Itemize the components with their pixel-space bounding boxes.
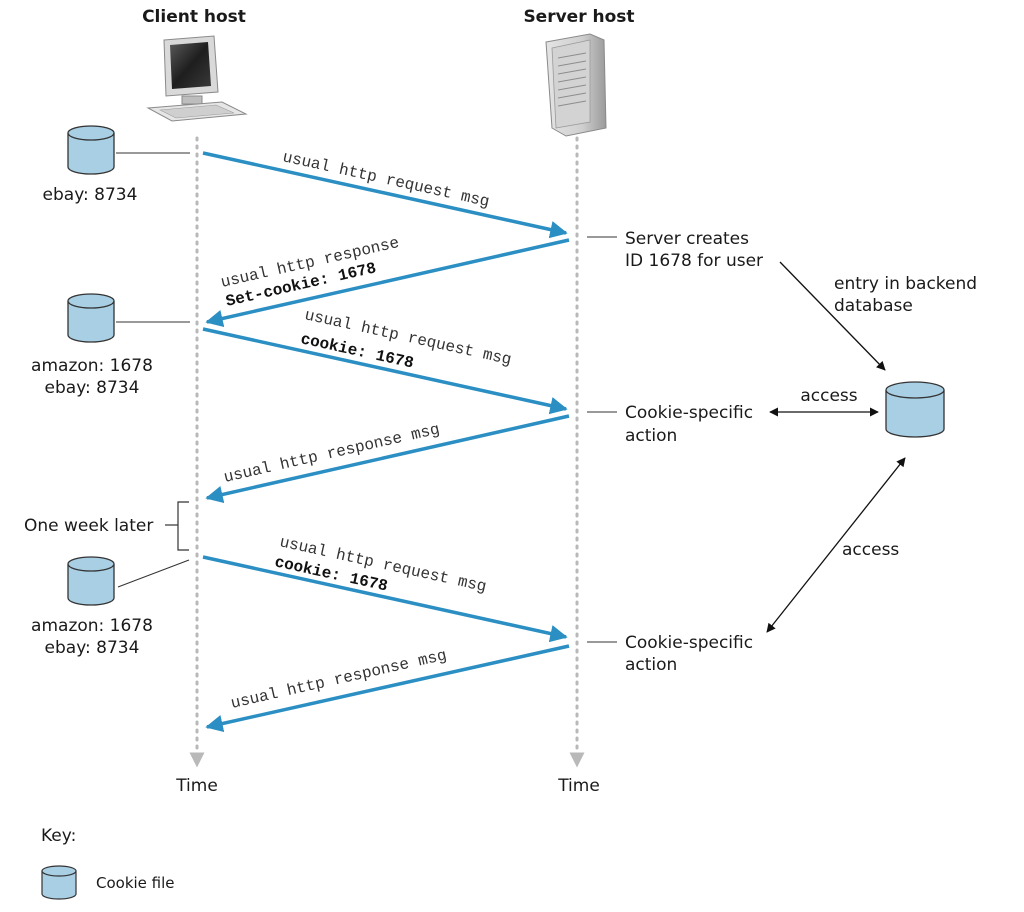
- message-4: usual http response msg: [205, 414, 570, 504]
- note-line: Server creates: [625, 229, 749, 249]
- message-5: usual http request msg cookie: 1678: [202, 533, 568, 643]
- message-6: usual http response msg: [205, 644, 570, 733]
- server-note-1: Server creates ID 1678 for user: [587, 229, 763, 271]
- cookie-entry: amazon: 1678: [31, 616, 153, 636]
- note-line: Cookie-specific: [625, 633, 753, 653]
- client-time-label: Time: [175, 776, 218, 796]
- note-line: Cookie-specific: [625, 403, 753, 423]
- key-cookie-file-label: Cookie file: [96, 874, 175, 892]
- server-note-3: Cookie-specific action: [587, 633, 753, 675]
- note-line: action: [625, 655, 677, 675]
- access-label-1: access: [800, 386, 857, 406]
- backend-label: entry in backend: [834, 274, 977, 294]
- message-3: usual http request msg cookie: 1678: [202, 306, 568, 415]
- one-week-later-label: One week later: [24, 516, 153, 536]
- note-line: action: [625, 426, 677, 446]
- backend-database: [885, 381, 945, 438]
- client-host-header: Client host: [142, 7, 246, 27]
- access-label-2: access: [842, 540, 899, 560]
- message-label: usual http request msg: [281, 148, 491, 211]
- key-cookie-icon: [41, 865, 77, 900]
- server-time-label: Time: [557, 776, 600, 796]
- access-arrow-2: [766, 457, 906, 633]
- note-line: ID 1678 for user: [625, 251, 763, 271]
- cookie-file-2: amazon: 1678 ebay: 8734: [31, 293, 190, 398]
- client-computer-icon: [146, 35, 248, 122]
- cookie-entry: ebay: 8734: [45, 638, 140, 658]
- cookie-entry: amazon: 1678: [31, 356, 153, 376]
- server-host-header: Server host: [523, 7, 634, 27]
- backend-label: database: [834, 296, 913, 316]
- entry-arrow: [779, 261, 886, 371]
- cookie-entry: ebay: 8734: [43, 185, 138, 205]
- one-week-bracket: [165, 501, 189, 551]
- message-2: usual http response Set-cookie: 1678: [205, 234, 570, 328]
- cookie-entry: ebay: 8734: [45, 378, 140, 398]
- server-icon: [545, 33, 607, 137]
- server-note-2: Cookie-specific action: [587, 403, 753, 446]
- message-1: usual http request msg: [202, 148, 568, 239]
- key-title: Key:: [41, 826, 76, 846]
- cookie-file-3: amazon: 1678 ebay: 8734: [31, 556, 190, 658]
- cookie-file-1: ebay: 8734: [43, 125, 190, 205]
